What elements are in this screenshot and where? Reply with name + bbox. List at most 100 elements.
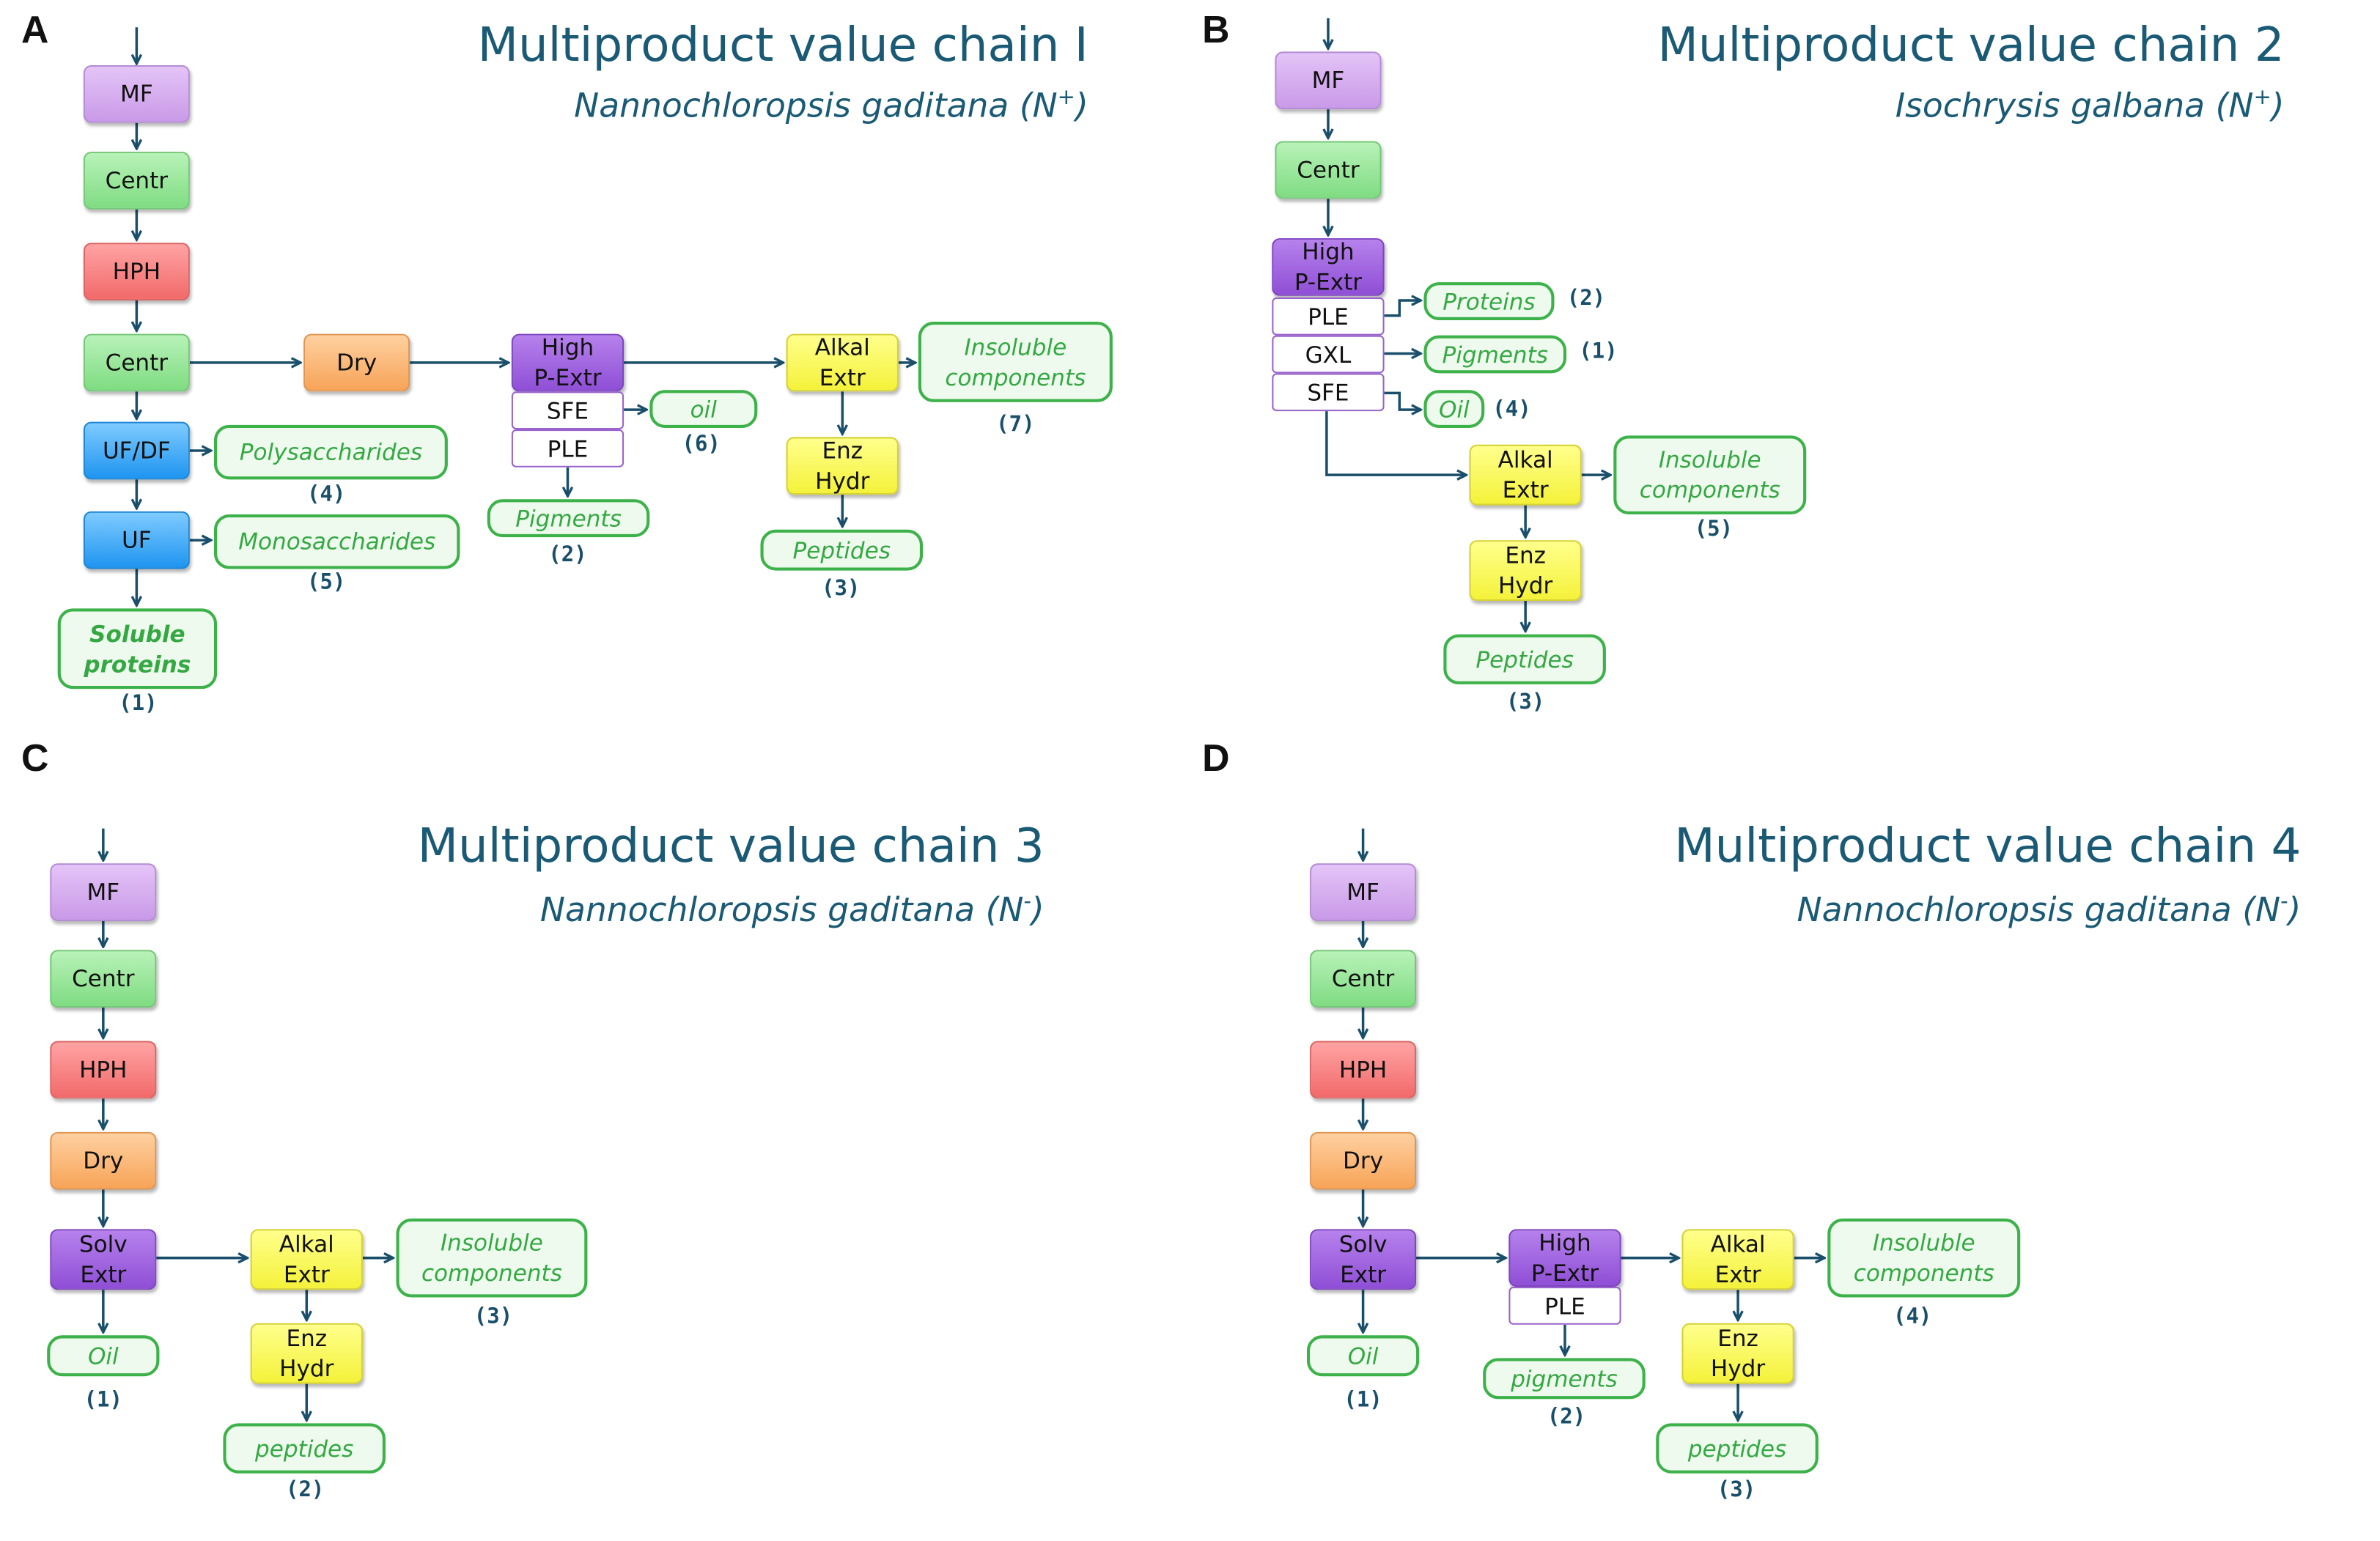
process-node-centr: Centr xyxy=(1275,141,1382,199)
process-node-dry: Dry xyxy=(1310,1131,1417,1190)
process-node-hpextr: High P-Extr xyxy=(511,333,625,392)
process-node-enz: Enz Hydr xyxy=(1681,1323,1794,1384)
flow-arrow xyxy=(1325,411,1467,475)
process-node-dry: Dry xyxy=(50,1131,157,1190)
product-number: (3) xyxy=(1506,690,1545,715)
product-number: (6) xyxy=(682,432,721,457)
process-node-ufdf: UF/DF xyxy=(83,421,190,480)
product-number: (3) xyxy=(474,1304,513,1330)
product-number: (7) xyxy=(996,413,1035,437)
process-node-mf: MF xyxy=(1310,863,1417,921)
product-number: (3) xyxy=(1717,1477,1756,1503)
product-peptides: peptides xyxy=(1656,1423,1819,1474)
product-oil: oil xyxy=(649,390,758,428)
process-node-mf: MF xyxy=(50,863,157,921)
product-soluble-proteins: Soluble proteins xyxy=(57,608,218,690)
process-node-mf: MF xyxy=(83,65,190,123)
nitrogen-sign: + xyxy=(2253,86,2272,111)
product-number: (2) xyxy=(286,1477,325,1503)
species-tail: ) xyxy=(1031,892,1045,931)
product-polysaccharides: Polysaccharides xyxy=(213,424,448,480)
product-insoluble-components: Insoluble components xyxy=(1613,435,1807,515)
product-number: (5) xyxy=(307,570,346,595)
product-pigments: Pigments xyxy=(1423,335,1567,374)
process-node-alkal: Alkal Extr xyxy=(250,1229,363,1290)
panel-title: Multiproduct value chain I xyxy=(477,18,1088,73)
process-node-dry: Dry xyxy=(303,333,410,392)
product-monosaccharides: Monosaccharides xyxy=(213,514,460,569)
process-node-alkal: Alkal Extr xyxy=(1469,444,1582,506)
process-node-alkal: Alkal Extr xyxy=(1681,1229,1794,1290)
product-number: (1) xyxy=(1344,1388,1382,1413)
process-node-hpextr: High P-Extr xyxy=(1272,238,1385,296)
panel-title: Multiproduct value chain 4 xyxy=(1674,819,2302,874)
product-oil: Oil xyxy=(1423,390,1485,428)
product-insoluble-components: Insoluble components xyxy=(918,322,1113,402)
product-proteins: Proteins xyxy=(1423,282,1555,320)
product-number: (3) xyxy=(822,576,861,602)
process-node-mf: MF xyxy=(1275,51,1382,110)
process-node-centr2: Centr xyxy=(83,333,190,392)
product-number: (1) xyxy=(84,1388,122,1413)
panel-species: Nannochloropsis gaditana (N-) xyxy=(1797,890,2302,931)
product-oil: Oil xyxy=(47,1335,160,1377)
species-name: Nannochloropsis gaditana (N xyxy=(574,88,1058,126)
panel-letter-d: D xyxy=(1202,737,1230,780)
nitrogen-sign: - xyxy=(1023,890,1031,915)
process-node-sfe: SFE xyxy=(511,391,625,430)
process-node-centr1: Centr xyxy=(83,152,190,210)
process-node-hph: HPH xyxy=(83,243,190,301)
product-peptides: peptides xyxy=(223,1423,386,1474)
product-number: (2) xyxy=(548,543,587,568)
product-peptides: Peptides xyxy=(760,529,924,571)
panel-letter-c: C xyxy=(21,737,49,780)
panel-species: Isochrysis galbana (N+) xyxy=(1895,86,2285,126)
product-peptides: Peptides xyxy=(1443,634,1606,684)
panel-title: Multiproduct value chain 3 xyxy=(417,819,1045,874)
process-node-enz: Enz Hydr xyxy=(250,1323,363,1384)
process-node-gxl: GXL xyxy=(1272,335,1385,374)
process-node-ple: PLE xyxy=(511,429,625,468)
panel-species: Nannochloropsis gaditana (N-) xyxy=(539,890,1045,931)
product-insoluble-components: Insoluble components xyxy=(1827,1218,2021,1298)
product-number: (4) xyxy=(307,482,346,507)
product-number: (1) xyxy=(119,692,158,717)
flow-arrow xyxy=(1384,300,1421,317)
process-node-ple: PLE xyxy=(1272,297,1385,336)
panel-species: Nannochloropsis gaditana (N+) xyxy=(574,86,1088,126)
panel-letter-b: B xyxy=(1202,9,1230,52)
product-number: (2) xyxy=(1547,1405,1586,1430)
process-node-enz: Enz Hydr xyxy=(1469,540,1582,602)
process-node-solv: Solv Extr xyxy=(50,1229,157,1290)
product-number: (5) xyxy=(1694,517,1734,542)
species-name: Nannochloropsis gaditana (N xyxy=(539,892,1024,931)
nitrogen-sign: - xyxy=(2280,890,2288,915)
species-tail: ) xyxy=(1075,88,1088,126)
nitrogen-sign: + xyxy=(1057,86,1075,111)
process-node-ple: PLE xyxy=(1508,1287,1621,1325)
process-node-alkal: Alkal Extr xyxy=(786,333,899,392)
process-node-solv: Solv Extr xyxy=(1310,1229,1417,1290)
flow-arrow xyxy=(1384,391,1421,410)
process-node-uf: UF xyxy=(83,511,190,569)
species-name: Nannochloropsis gaditana (N xyxy=(1797,892,2281,931)
panel-title: Multiproduct value chain 2 xyxy=(1657,18,2285,73)
species-tail: ) xyxy=(2288,892,2302,931)
product-insoluble-components: Insoluble components xyxy=(396,1218,588,1298)
process-node-hph: HPH xyxy=(50,1041,157,1099)
product-number: (1) xyxy=(1579,339,1618,364)
process-node-hph: HPH xyxy=(1310,1041,1417,1099)
product-oil: Oil xyxy=(1306,1335,1420,1377)
product-pigments: pigments xyxy=(1483,1358,1646,1400)
process-node-centr: Centr xyxy=(1310,950,1417,1008)
process-node-sfe: SFE xyxy=(1272,373,1385,412)
panel-letter-a: A xyxy=(21,9,49,52)
product-pigments: Pigments xyxy=(487,499,650,538)
species-name: Isochrysis galbana (N xyxy=(1895,88,2254,126)
process-node-enz: Enz Hydr xyxy=(786,437,899,495)
process-node-hpextr: High P-Extr xyxy=(1508,1229,1621,1287)
species-tail: ) xyxy=(2271,88,2285,126)
process-node-centr: Centr xyxy=(50,950,157,1008)
